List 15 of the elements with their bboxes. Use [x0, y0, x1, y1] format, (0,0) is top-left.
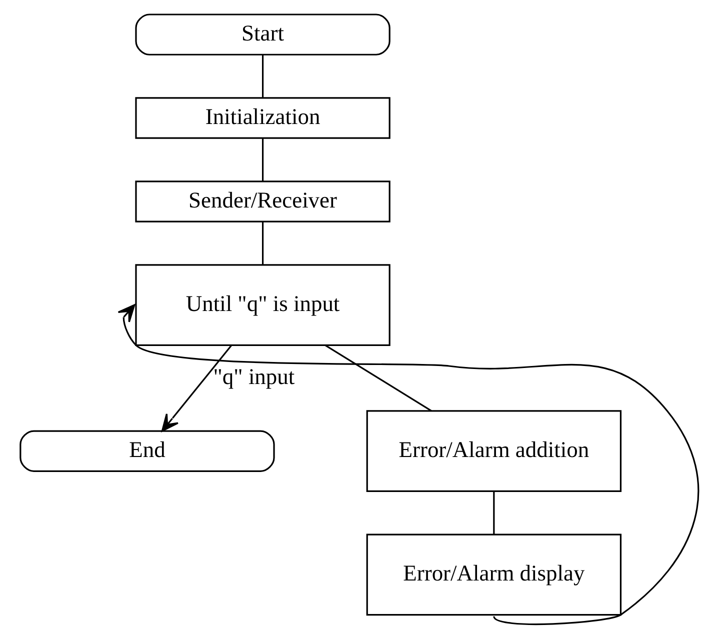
connector [493, 491, 495, 534]
node-box: End [20, 430, 275, 472]
arrow [161, 345, 232, 432]
node-box: Error/Alarm addition [366, 410, 622, 492]
node-box: Sender/Receiver [135, 180, 390, 222]
arrow [118, 304, 699, 625]
connector [262, 138, 264, 182]
node-box: Initialization [135, 97, 390, 139]
node-box: Start [135, 14, 390, 56]
connector [324, 344, 432, 412]
connector [262, 222, 264, 265]
edge-label: "q" input [213, 364, 295, 389]
connector [262, 54, 264, 98]
node-box: Error/Alarm display [366, 534, 622, 616]
node-box: Until "q" is input [135, 264, 390, 346]
